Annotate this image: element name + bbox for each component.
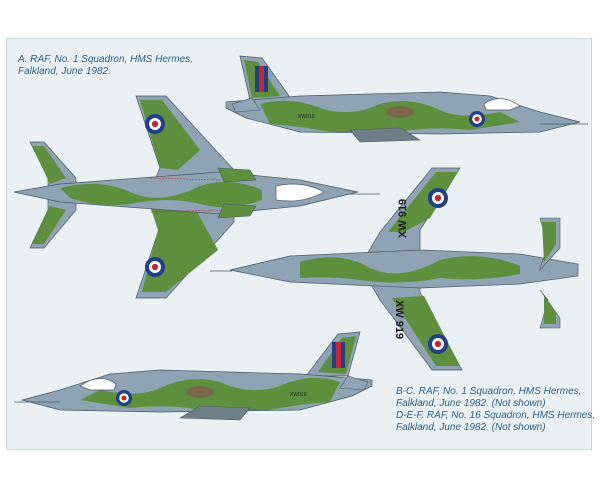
caption-line: Falkland, June 1982.	[18, 66, 111, 77]
caption-schemes-b-f: B-C. RAF, No. 1 Squadron, HMS Hermes, Fa…	[396, 386, 595, 434]
caption-line: Falkland, June 1982. (Not shown)	[396, 422, 546, 433]
side-profile-top: XW919	[225, 55, 588, 143]
caption-line: Falkland, June 1982. (Not shown)	[396, 398, 546, 409]
fuselage-serial-top: XW919	[298, 114, 315, 120]
caption-line: B-C. RAF, No. 1 Squadron, HMS Hermes,	[396, 386, 582, 397]
wing-serial-upper: XW 919	[397, 199, 409, 238]
side-profile-bottom: XW919	[14, 331, 373, 421]
bottom-view-right: XW 919 XW 919	[210, 167, 579, 371]
fuselage-serial-bottom: XW919	[290, 392, 307, 398]
top-view-left	[13, 95, 380, 299]
wing-serial-lower: XW 919	[393, 300, 405, 339]
caption-line: D-E-F. RAF, No. 16 Squadron, HMS Hermes,	[396, 410, 596, 421]
caption-scheme-a: A. RAF, No. 1 Squadron, HMS Hermes, Falk…	[18, 54, 193, 78]
caption-line: A. RAF, No. 1 Squadron, HMS Hermes,	[18, 54, 193, 65]
